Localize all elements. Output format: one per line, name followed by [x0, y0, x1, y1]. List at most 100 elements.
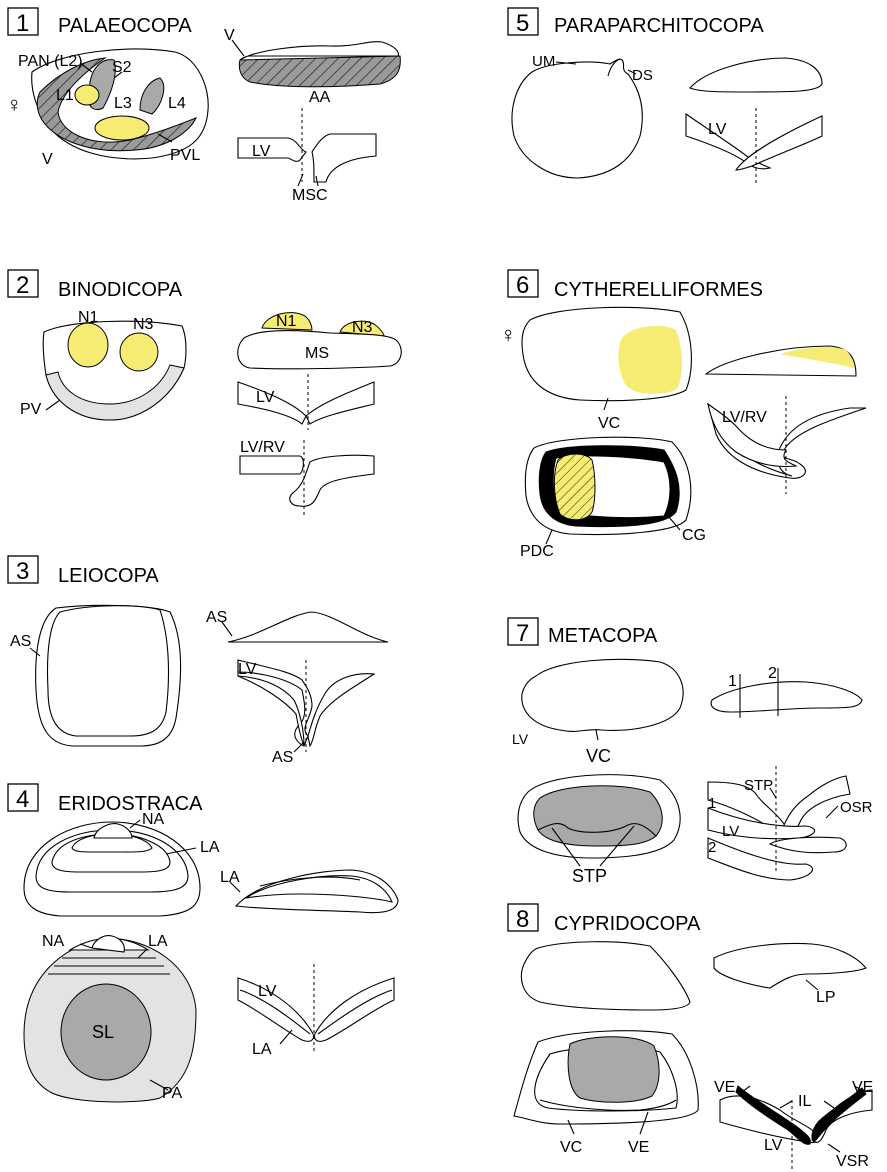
dorsal-profile: [228, 612, 388, 642]
panel-cypridocopa: 8 CYPRIDOCOPA LP VC VE VE IL VE LV VSR: [508, 904, 873, 1170]
ve-black-right: [812, 1088, 866, 1142]
hinge-section-right-valve: [312, 134, 376, 182]
label-n1: N1: [78, 309, 99, 326]
label-lp: LP: [816, 989, 836, 1006]
label-lv: LV: [252, 143, 271, 160]
lobe-l1-yellow: [75, 85, 99, 105]
carapace-outline: [522, 659, 683, 731]
label-section-1: 1: [728, 673, 737, 690]
adductor-field-yellow: [618, 326, 682, 394]
label-n3-dorsal: N3: [352, 319, 373, 336]
node-n3-yellow: [120, 333, 158, 371]
female-symbol: ♀: [500, 322, 517, 347]
interior-grey: [568, 1037, 659, 1103]
label-lvrv: LV/RV: [240, 439, 285, 456]
node-n1-yellow: [68, 323, 108, 367]
panel-title: LEIOCOPA: [58, 565, 159, 587]
interior-grey: [534, 786, 663, 846]
female-symbol: ♀: [6, 92, 23, 117]
label-v-dorsal: V: [224, 27, 235, 44]
label-stp-hinge: STP: [744, 777, 773, 794]
carapace-outline: [512, 59, 642, 178]
label-ve-right: VE: [852, 1079, 873, 1096]
label-s2: S2: [112, 59, 132, 76]
dorsal-view-outline: [690, 58, 822, 92]
hinge-section-lvrv-left: [240, 456, 303, 474]
label-osr: OSR: [840, 799, 873, 816]
panel-binodicopa: 2 BINODICOPA N1 N3 PV N1 N3 MS LV LV/RV: [8, 270, 401, 518]
label-as-top: AS: [206, 609, 227, 626]
label-lv-b: LV: [722, 823, 739, 840]
posterodorsal-channel-hatched: [554, 454, 595, 520]
label-lv: LV: [764, 1137, 783, 1154]
carapace-outline: [521, 942, 690, 1010]
leader-line: [826, 806, 838, 818]
dorsal-view-outline: [714, 944, 866, 988]
label-cg: CG: [682, 527, 706, 544]
panel-title: BINODICOPA: [58, 279, 183, 301]
panel-cytherelliformes: 6 CYTHERELLIFORMES ♀ VC LV/RV PDC CG: [500, 270, 866, 560]
label-ms: MS: [305, 345, 329, 362]
leader-line: [294, 742, 304, 752]
label-msc: MSC: [292, 187, 328, 204]
leader-line: [828, 1144, 840, 1152]
panel-paraparchitocopa: 5 PARAPARCHITOCOPA UM DS LV: [508, 8, 822, 184]
label-la-hinge: LA: [252, 1041, 272, 1058]
hinge-section-left-valve: [238, 138, 306, 161]
label-ve-left: VE: [714, 1079, 735, 1096]
label-la-interior: LA: [148, 933, 168, 950]
label-pan-l2: PAN (L2): [18, 53, 83, 70]
label-as-bottom: AS: [272, 749, 293, 766]
panel-number: 1: [16, 10, 29, 37]
label-vc: VC: [560, 1139, 582, 1156]
panel-title: ERIDOSTRACA: [58, 793, 203, 815]
panel-title: PARAPARCHITOCOPA: [554, 15, 764, 37]
label-vsr: VSR: [836, 1153, 869, 1170]
label-n1-dorsal: N1: [276, 313, 297, 330]
label-section-2: 2: [768, 665, 777, 682]
label-lv: LV: [238, 661, 257, 678]
label-pa: PA: [162, 1085, 182, 1102]
hinge-section-2-rv-lip: [770, 837, 846, 852]
label-ds: DS: [632, 67, 653, 84]
admarginal-area-hatched: [239, 56, 400, 87]
panel-number: 8: [516, 906, 529, 933]
label-vc: VC: [598, 415, 620, 432]
label-as: AS: [10, 633, 31, 650]
panel-palaeocopa: 1 PALAEOCOPA PAN (L2) S2 L1 L3 L4 ♀ V PV…: [6, 8, 400, 204]
leader-line: [742, 1086, 862, 1092]
label-vc: VC: [586, 746, 611, 766]
label-na-interior: NA: [42, 933, 65, 950]
leader-line: [280, 1030, 292, 1044]
panel-metacopa: 7 METACOPA LV VC 1 2 STP STP OSR 1 LV 2: [508, 618, 873, 886]
label-stp: STP: [572, 866, 607, 886]
label-lv: LV: [708, 121, 727, 138]
label-pdc: PDC: [520, 543, 554, 560]
panel-title: CYPRIDOCOPA: [554, 913, 701, 935]
leader-line: [46, 400, 60, 410]
label-section-2-b: 2: [708, 839, 716, 856]
label-v: V: [42, 151, 53, 168]
panel-title: METACOPA: [548, 625, 658, 647]
label-um: UM: [532, 53, 555, 70]
panel-leiocopa: 3 LEIOCOPA AS AS LV AS: [8, 556, 388, 766]
hinge-section-rv: [308, 674, 374, 746]
hinge-section-rv: [306, 382, 374, 424]
hinge-section-rv: [736, 116, 822, 170]
label-la: LA: [200, 839, 220, 856]
label-l4: L4: [168, 95, 186, 112]
label-l3: L3: [114, 95, 132, 112]
label-l1: L1: [56, 87, 74, 104]
panel-eridostraca: 4 ERIDOSTRACA NA LA LA NA LA SL PA: [8, 784, 398, 1102]
label-pvl: PVL: [170, 147, 200, 164]
label-lv: LV: [512, 731, 529, 747]
label-aa: AA: [309, 89, 331, 106]
panel-number: 5: [516, 10, 529, 37]
label-pv: PV: [20, 401, 42, 418]
label-lv: LV: [256, 389, 275, 406]
carapace-inner-outline: [48, 606, 169, 736]
panel-number: 4: [16, 786, 29, 813]
label-sl: SL: [92, 1022, 114, 1042]
label-lvrv: LV/RV: [722, 409, 767, 426]
